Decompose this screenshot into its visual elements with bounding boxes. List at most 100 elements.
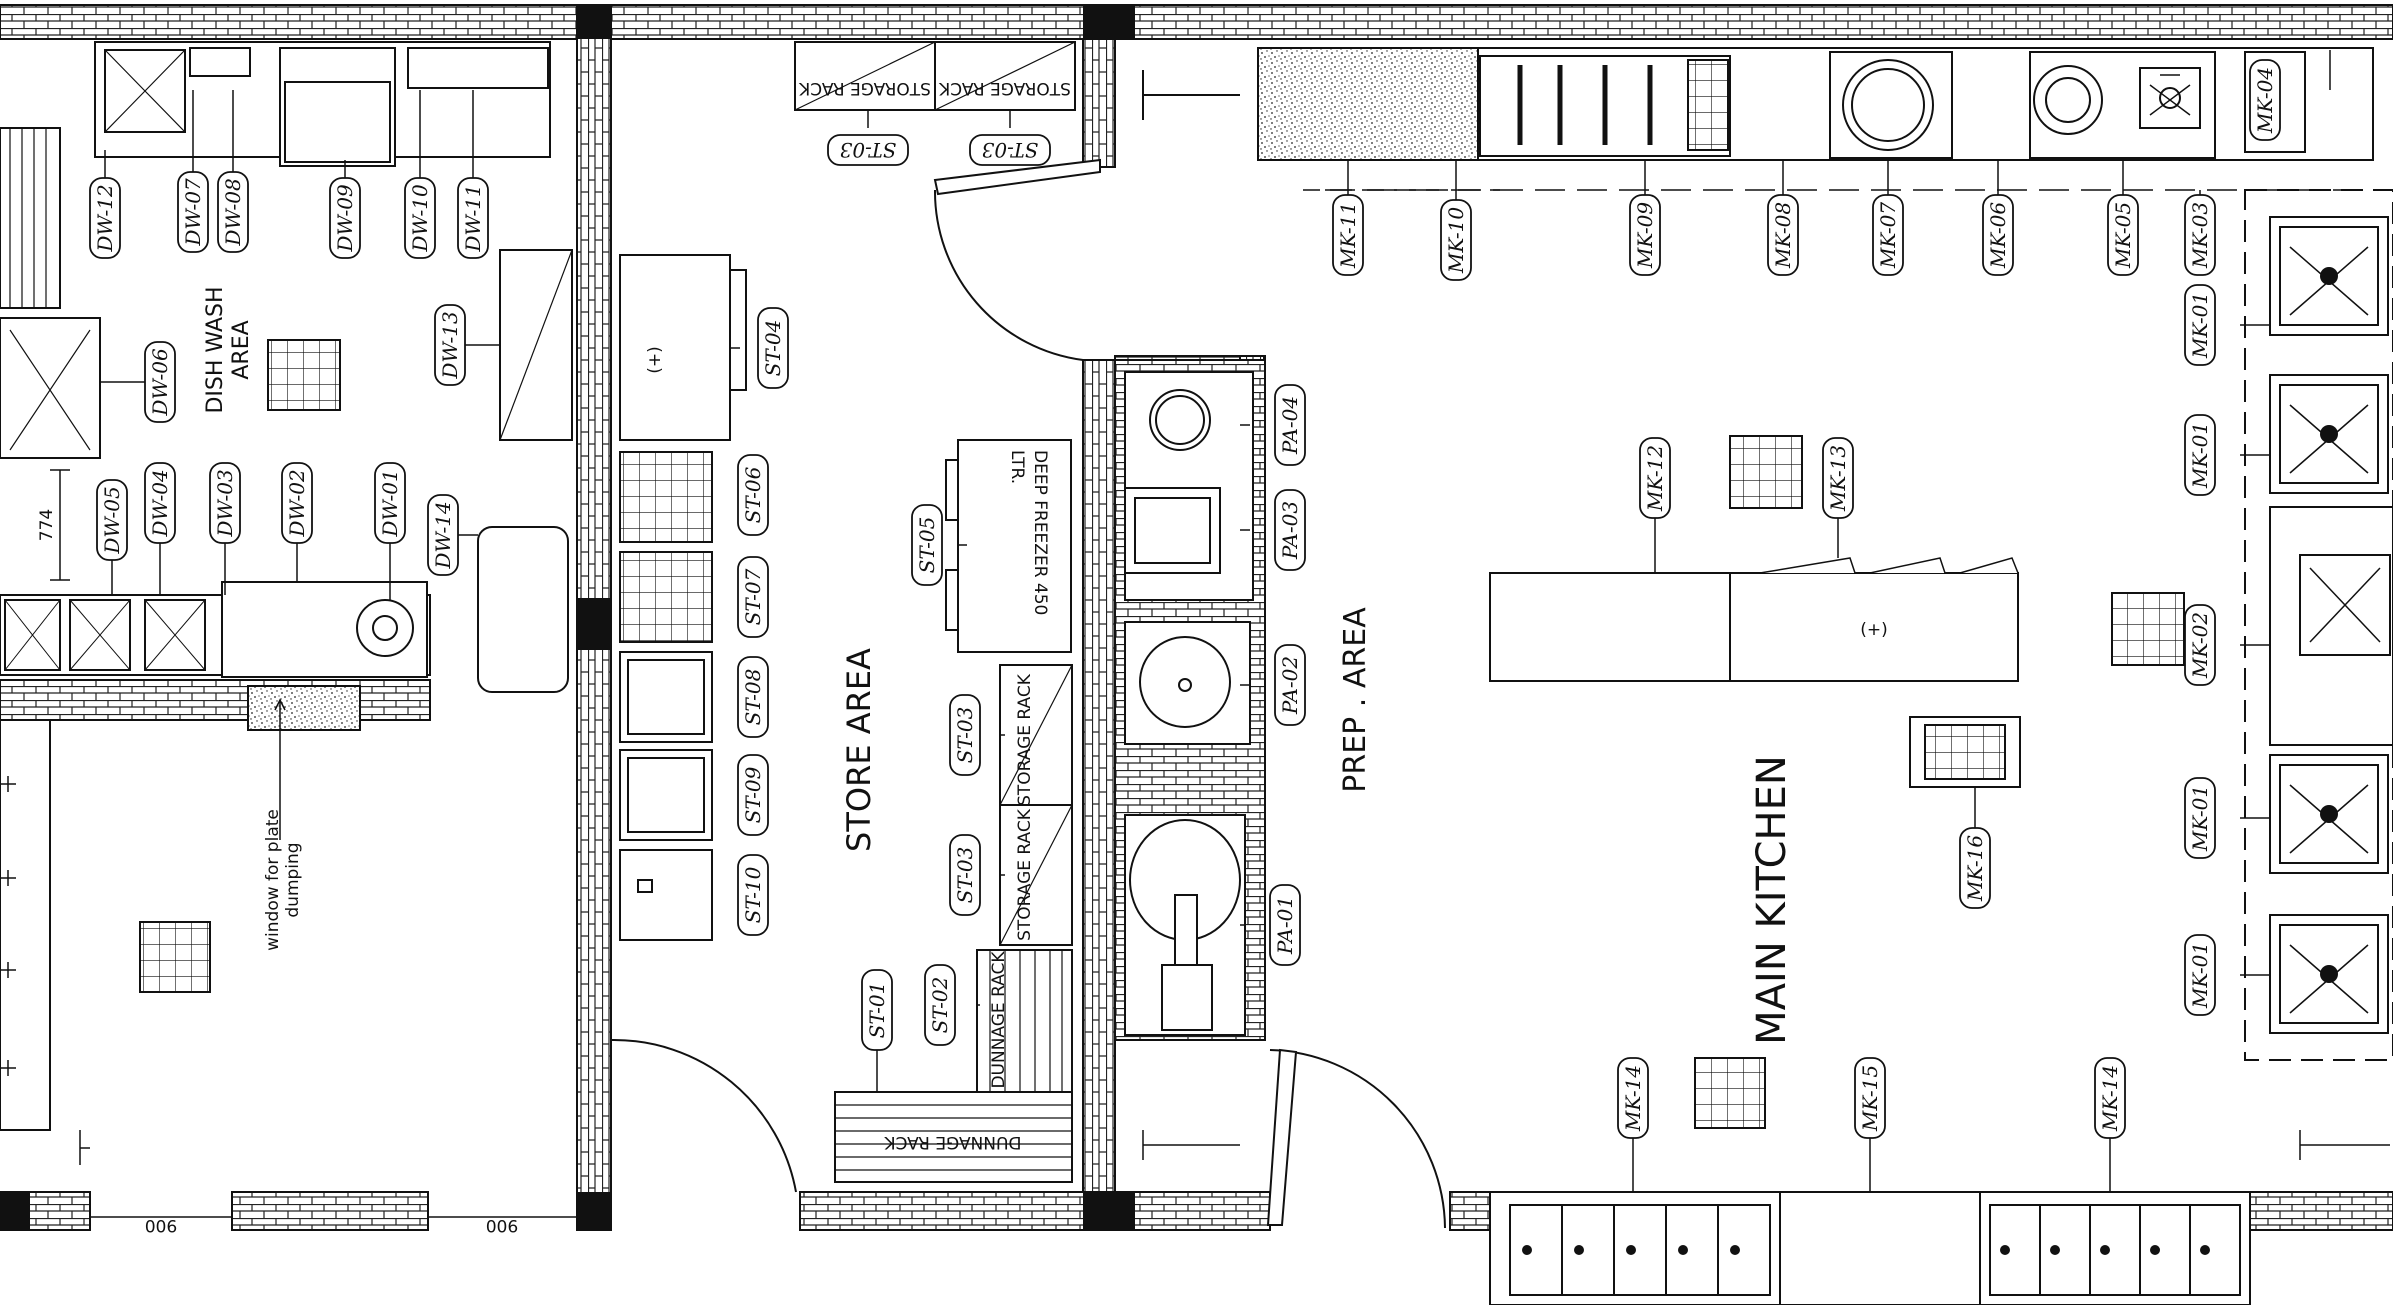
tag-label: MK-01 bbox=[2188, 292, 2212, 359]
tag-bubble bbox=[737, 454, 769, 536]
tag-label: ST-03 bbox=[840, 138, 897, 162]
area-label-prep: PREP . AREA bbox=[1338, 607, 1373, 793]
tag-bubble bbox=[2184, 414, 2216, 496]
tag-bubble bbox=[1332, 194, 1364, 276]
tag-st-06: ST-06 bbox=[737, 454, 769, 536]
tag-pa-01: PA-01 bbox=[1240, 884, 1301, 966]
tag-bubble bbox=[827, 134, 909, 166]
tag-mk-15: MK-15 bbox=[1854, 1057, 1886, 1192]
tag-pa-04: PA-04 bbox=[1240, 384, 1306, 466]
tag-mk-05: MK-05 bbox=[2107, 160, 2139, 276]
dim-900-2: 900 bbox=[486, 1215, 518, 1235]
tag-label: MK-16 bbox=[1963, 835, 1987, 902]
tag-dw-10: DW-10 bbox=[404, 90, 436, 259]
dishwash-dimensions bbox=[50, 469, 578, 1226]
tag-st-05: ST-05 bbox=[911, 504, 967, 586]
tag-dw-11: DW-11 bbox=[457, 90, 489, 259]
tag-st-07: ST-07 bbox=[737, 556, 769, 638]
area-label-dishwash-1: DISH WASH bbox=[203, 286, 228, 413]
tag-bubble bbox=[1854, 1057, 1886, 1139]
tag-bubble bbox=[457, 177, 489, 259]
tag-st-03: ST-03 bbox=[949, 834, 1005, 916]
floor-drain-dw bbox=[267, 339, 341, 411]
tag-bubble bbox=[949, 694, 981, 776]
tag-bubble bbox=[2184, 934, 2216, 1016]
tag-bubble bbox=[757, 307, 789, 389]
tag-dw-01: DW-01 bbox=[374, 462, 406, 600]
tag-mk-01: MK-01 bbox=[2184, 934, 2270, 1016]
tag-bubble bbox=[1269, 884, 1301, 966]
tag-label: ST-03 bbox=[953, 847, 977, 904]
tag-bubble bbox=[177, 171, 209, 253]
tag-label: ST-07 bbox=[741, 568, 765, 625]
dishwash-equipment bbox=[0, 41, 573, 1131]
floor-drain-dw2 bbox=[139, 921, 211, 993]
tag-label: MK-01 bbox=[2188, 942, 2212, 1009]
tag-mk-02: MK-02 bbox=[2184, 604, 2270, 686]
tag-dw-03: DW-03 bbox=[209, 462, 241, 595]
tag-label: ST-01 bbox=[865, 982, 889, 1039]
floor-drain-mk2 bbox=[2111, 592, 2185, 666]
tag-mk-06: MK-06 bbox=[1982, 160, 2014, 276]
label-deep-freezer-2: LTR. bbox=[1007, 450, 1027, 484]
tag-st-01: ST-01 bbox=[861, 969, 893, 1092]
tag-bubble bbox=[2184, 284, 2216, 366]
tag-label: MK-08 bbox=[1771, 202, 1795, 269]
tag-pa-03: PA-03 bbox=[1240, 489, 1306, 571]
tag-bubble bbox=[1440, 199, 1472, 281]
tag-bubble bbox=[2249, 59, 2281, 141]
tag-bubble bbox=[737, 854, 769, 936]
tag-st-02: ST-02 bbox=[924, 964, 980, 1046]
tag-dw-09: DW-09 bbox=[329, 160, 361, 259]
tag-label: PA-02 bbox=[1278, 656, 1302, 715]
tag-label: MK-04 bbox=[2253, 67, 2277, 134]
rack-left bbox=[0, 127, 61, 309]
tag-bubble bbox=[144, 341, 176, 423]
cross-marker-1: (+) bbox=[645, 346, 665, 374]
dunnage-rack-v bbox=[976, 949, 1073, 1093]
tag-bubble bbox=[1639, 437, 1671, 519]
tag-label: DW-01 bbox=[378, 469, 402, 537]
tag-bubble bbox=[89, 177, 121, 259]
dunnage-rack-h bbox=[834, 1091, 1073, 1183]
tag-label: DW-07 bbox=[181, 178, 205, 247]
label-storage-rack-mid-2: STORAGE RACK bbox=[1015, 808, 1035, 941]
tag-dw-13: DW-13 bbox=[434, 304, 500, 386]
tag-label: MK-13 bbox=[1826, 445, 1850, 512]
tag-bubble bbox=[737, 656, 769, 738]
tag-dw-04: DW-04 bbox=[144, 462, 176, 595]
tag-bubble bbox=[1959, 827, 1991, 909]
store-prep-wall-top bbox=[1082, 38, 1116, 168]
label-dunnage-rack-h: DUNNAGE RACK bbox=[884, 1132, 1022, 1152]
tag-label: MK-06 bbox=[1986, 202, 2010, 269]
tag-st-09: ST-09 bbox=[737, 754, 769, 836]
tag-bubble bbox=[1822, 437, 1854, 519]
tag-mk-16: MK-16 bbox=[1959, 787, 1991, 909]
tag-label: ST-02 bbox=[928, 977, 952, 1034]
tag-label: ST-09 bbox=[741, 766, 765, 823]
deep-freezer bbox=[957, 439, 1072, 653]
tag-label: ST-05 bbox=[915, 517, 939, 574]
island-right bbox=[1729, 572, 2019, 682]
tag-mk-03: MK-03 bbox=[2184, 190, 2216, 276]
tag-dw-08: DW-08 bbox=[217, 90, 249, 253]
tag-bubble bbox=[1274, 489, 1306, 571]
tag-dw-07: DW-07 bbox=[177, 90, 209, 253]
tag-label: DW-14 bbox=[431, 501, 455, 569]
tag-bubble bbox=[374, 462, 406, 544]
cold-room bbox=[619, 254, 731, 441]
area-label-main-kitchen: MAIN KITCHEN bbox=[1749, 755, 1795, 1045]
tag-label: DW-04 bbox=[148, 469, 172, 537]
tag-mk-09: MK-09 bbox=[1629, 160, 1661, 276]
bottom-wall-store bbox=[799, 1191, 1271, 1231]
tag-bubble bbox=[1872, 194, 1904, 276]
cross-dots bbox=[1522, 267, 2338, 1255]
tag-bubble bbox=[217, 171, 249, 253]
store-doors bbox=[610, 70, 1446, 1229]
tag-label: ST-08 bbox=[741, 669, 765, 726]
label-window-note-2: dumping bbox=[283, 842, 303, 917]
tag-bubble bbox=[1274, 644, 1306, 726]
tag-bubble bbox=[1982, 194, 2014, 276]
trolley bbox=[477, 526, 569, 693]
